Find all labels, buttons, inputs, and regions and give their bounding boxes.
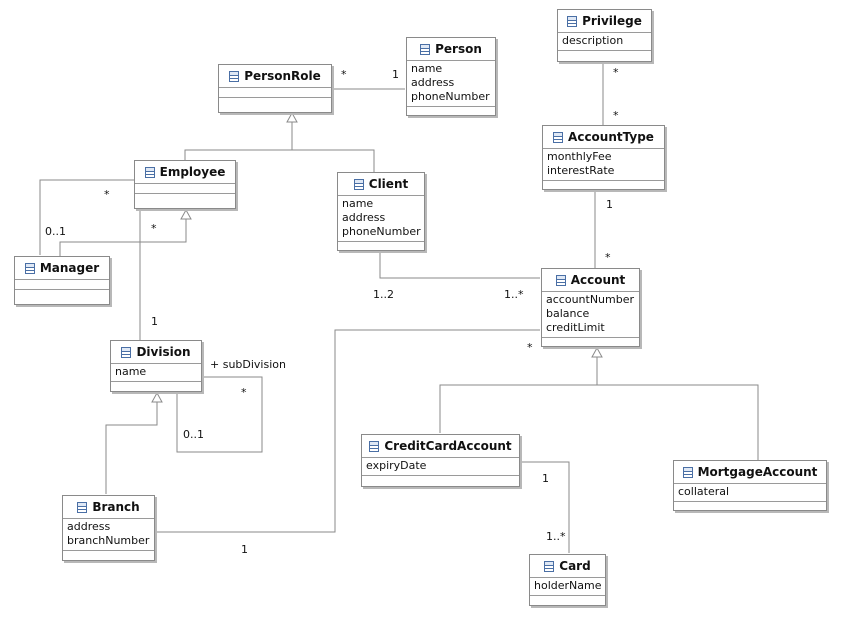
class-employee[interactable]: Employee — [134, 160, 236, 209]
class-name: Client — [368, 177, 409, 191]
class-name: CreditCardAccount — [384, 439, 512, 453]
attribute: address — [342, 211, 386, 224]
edge-employee-manager — [39, 179, 134, 255]
edge-creditcard-card — [520, 461, 570, 553]
attribute: phoneNumber — [342, 225, 421, 238]
multiplicity-label: * — [613, 66, 619, 79]
attribute: creditLimit — [546, 321, 605, 334]
class-name: AccountType — [568, 130, 654, 144]
multiplicity-label: * — [527, 341, 533, 354]
multiplicity-label: 0..1 — [45, 225, 66, 238]
class-name: MortgageAccount — [697, 465, 818, 479]
class-icon — [121, 346, 132, 358]
class-client[interactable]: Client name address phoneNumber — [337, 172, 425, 251]
attribute: description — [562, 34, 624, 47]
class-icon — [353, 178, 364, 190]
multiplicity-label: 1 — [542, 472, 549, 485]
class-icon — [420, 43, 431, 55]
multiplicity-label: * — [605, 251, 611, 264]
class-icon — [229, 70, 240, 82]
class-name: Privilege — [582, 14, 642, 28]
attribute: monthlyFee — [547, 150, 612, 163]
multiplicity-label: 1 — [241, 543, 248, 556]
edge-division-subdivision — [176, 376, 263, 453]
multiplicity-label: 1..* — [546, 530, 566, 543]
attribute: collateral — [678, 485, 730, 498]
class-name: Division — [136, 345, 191, 359]
multiplicity-label: 1 — [606, 198, 613, 211]
class-accounttype[interactable]: AccountType monthlyFee interestRate — [542, 125, 665, 190]
attribute: address — [67, 520, 111, 533]
class-name: Branch — [92, 500, 140, 514]
multiplicity-label: * — [151, 222, 157, 235]
attribute: balance — [546, 307, 590, 320]
attribute: branchNumber — [67, 534, 150, 547]
class-name: Person — [435, 42, 482, 56]
attribute: expiryDate — [366, 459, 427, 472]
attribute: phoneNumber — [411, 90, 490, 103]
class-personrole[interactable]: PersonRole — [218, 64, 332, 113]
multiplicity-label: 1..2 — [373, 288, 394, 301]
class-icon — [24, 262, 35, 274]
multiplicity-label: 1 — [151, 315, 158, 328]
multiplicity-label: * — [341, 68, 347, 81]
generalization-arrow-division — [151, 391, 163, 403]
class-branch[interactable]: Branch address branchNumber — [62, 495, 155, 561]
multiplicity-label: 1..* — [504, 288, 524, 301]
multiplicity-label: * — [613, 109, 619, 122]
multiplicity-label: * — [241, 386, 247, 399]
attribute: name — [411, 62, 443, 75]
generalization-arrow-account — [591, 346, 603, 358]
attribute: name — [115, 365, 147, 378]
attribute: address — [411, 76, 455, 89]
edge-client-account — [379, 252, 540, 279]
class-icon — [369, 440, 380, 452]
edge-account-branch — [157, 329, 540, 533]
class-name: Employee — [159, 165, 226, 179]
class-creditcardaccount[interactable]: CreditCardAccount expiryDate — [361, 434, 520, 487]
edge-generalization-account — [439, 357, 759, 460]
class-person[interactable]: Person name address phoneNumber — [406, 37, 496, 116]
class-mortgageaccount[interactable]: MortgageAccount collateral — [673, 460, 827, 511]
edge-generalization-employee — [59, 219, 187, 256]
attribute: name — [342, 197, 374, 210]
attribute: holderName — [534, 579, 602, 592]
class-name: Card — [559, 559, 591, 573]
class-icon — [77, 501, 88, 513]
class-icon — [144, 166, 155, 178]
edge-generalization-division — [105, 402, 158, 494]
generalization-arrow-personrole — [286, 111, 298, 123]
class-division[interactable]: Division name — [110, 340, 202, 392]
class-icon — [553, 131, 564, 143]
multiplicity-label: * — [104, 188, 110, 201]
class-privilege[interactable]: Privilege description — [557, 9, 652, 62]
class-card[interactable]: Card holderName — [529, 554, 606, 606]
class-icon — [682, 466, 693, 478]
class-manager[interactable]: Manager — [14, 256, 110, 305]
class-icon — [555, 274, 566, 286]
class-account[interactable]: Account accountNumber balance creditLimi… — [541, 268, 640, 347]
class-name: PersonRole — [244, 69, 321, 83]
class-name: Manager — [39, 261, 100, 275]
class-icon — [544, 560, 555, 572]
multiplicity-label: 1 — [392, 68, 399, 81]
attribute: interestRate — [547, 164, 615, 177]
role-label: + subDivision — [210, 358, 286, 371]
class-icon — [567, 15, 578, 27]
attribute: accountNumber — [546, 293, 635, 306]
multiplicity-label: 0..1 — [183, 428, 204, 441]
class-name: Account — [570, 273, 626, 287]
generalization-arrow-employee — [180, 208, 192, 220]
edge-generalization-personrole — [184, 122, 375, 172]
